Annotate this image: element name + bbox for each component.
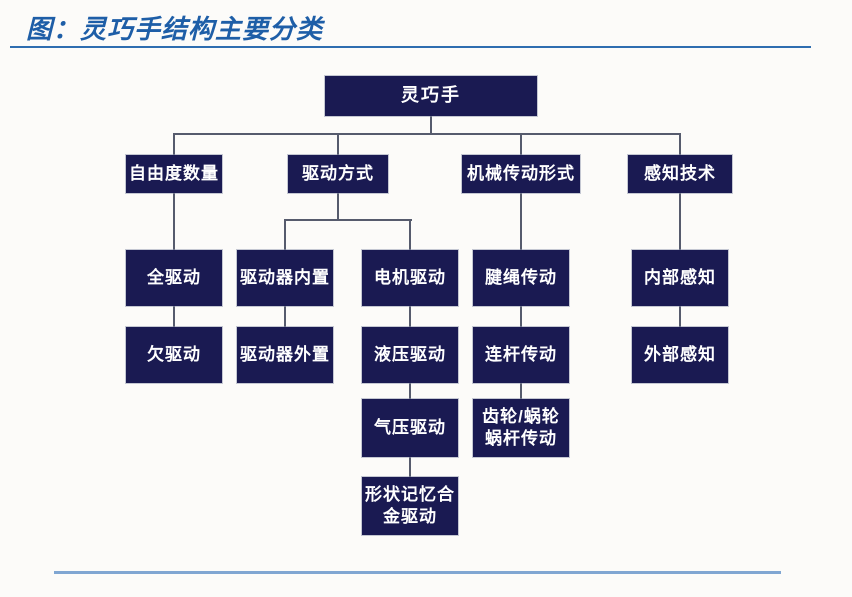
connector-dof-full	[173, 193, 175, 250]
connector-sensing-internal	[679, 193, 681, 250]
connector-level1-hbar	[173, 133, 681, 135]
title-underline	[10, 46, 811, 48]
connector-tendon-linkage	[520, 306, 522, 327]
connector-transmission-tendon	[520, 193, 522, 250]
connector-hydraulic-pneumatic	[409, 383, 411, 399]
connector-drop-transmission	[520, 135, 522, 155]
node-actuator-external: 驱动器外置	[237, 327, 333, 383]
node-transmission: 机械传动形式	[462, 155, 580, 193]
node-pneumatic-drive: 气压驱动	[362, 399, 458, 457]
node-dof: 自由度数量	[126, 155, 222, 193]
connector-drive-hbar	[284, 219, 412, 221]
connector-root-stem	[430, 116, 432, 133]
node-linkage-transmission: 连杆传动	[473, 327, 569, 383]
connector-full-under	[173, 306, 175, 327]
connector-internal-external	[679, 306, 681, 327]
node-external-sensing: 外部感知	[632, 327, 728, 383]
node-root: 灵巧手	[325, 76, 537, 116]
connector-drive-stem	[337, 193, 339, 219]
connector-drop-actuator	[284, 221, 286, 250]
node-gear-worm-transmission: 齿轮/蜗轮 蜗杆传动	[473, 399, 569, 457]
connector-actint-actext	[284, 306, 286, 327]
figure-title: 图：灵巧手结构主要分类	[26, 15, 324, 44]
node-sma-drive: 形状记忆合 金驱动	[362, 477, 458, 535]
node-tendon-transmission: 腱绳传动	[473, 250, 569, 306]
footer-rule	[54, 571, 781, 574]
connector-drop-drive	[337, 135, 339, 155]
node-full-drive: 全驱动	[126, 250, 222, 306]
node-drive: 驱动方式	[288, 155, 388, 193]
connector-drop-motor	[409, 221, 411, 250]
connector-drop-dof	[173, 135, 175, 155]
connector-pneumatic-sma	[409, 457, 411, 477]
node-motor-drive: 电机驱动	[362, 250, 458, 306]
node-actuator-internal: 驱动器内置	[237, 250, 333, 306]
node-under-drive: 欠驱动	[126, 327, 222, 383]
node-sensing: 感知技术	[628, 155, 732, 193]
node-hydraulic-drive: 液压驱动	[362, 327, 458, 383]
node-internal-sensing: 内部感知	[632, 250, 728, 306]
connector-drop-sensing	[679, 135, 681, 155]
connector-motor-hydraulic	[409, 306, 411, 327]
connector-linkage-gear	[520, 383, 522, 399]
